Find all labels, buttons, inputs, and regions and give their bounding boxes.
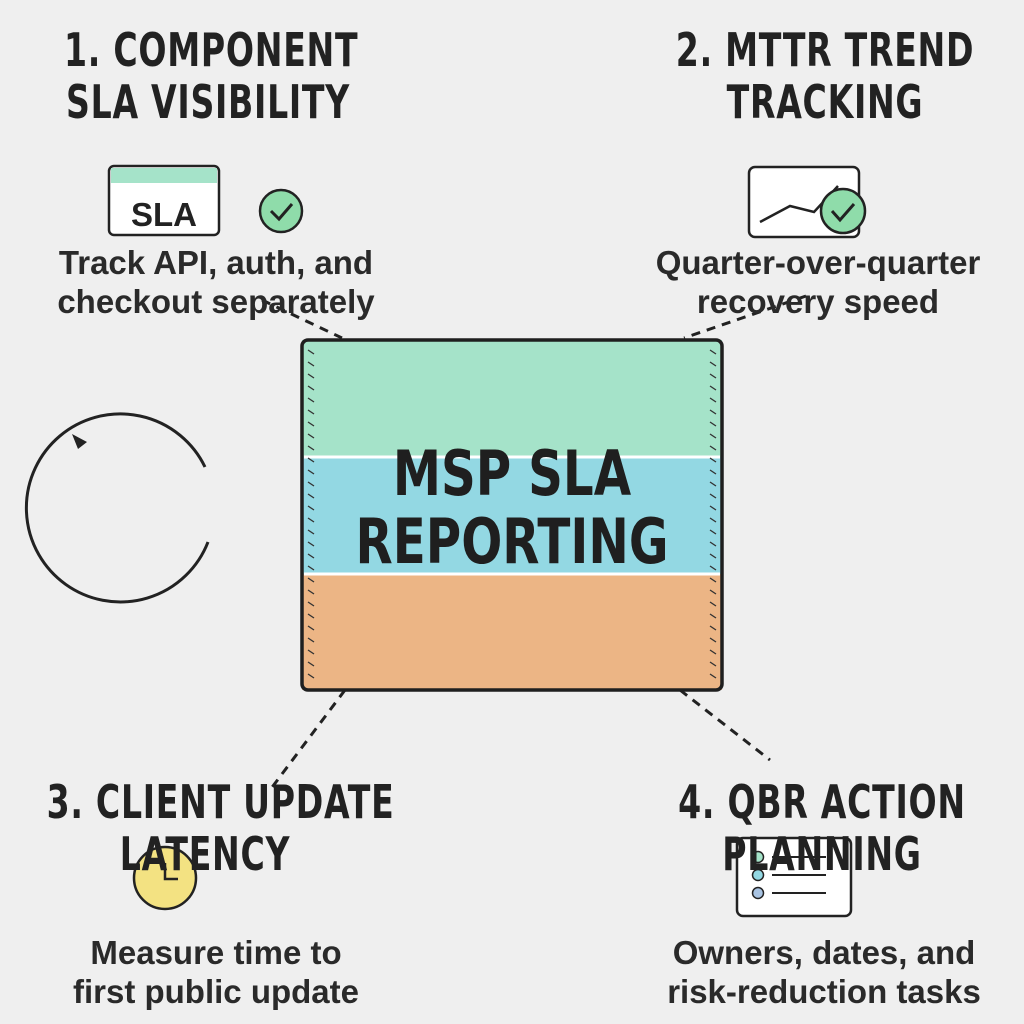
- section-2-description-line: Quarter-over-quarter: [655, 244, 981, 281]
- section-4-heading: 4. QBR ACTION PLANNING: [671, 776, 973, 880]
- connector-top-right: [683, 294, 807, 340]
- section-1-description-line: Track API, auth, and: [58, 244, 374, 281]
- section-1-description-line: checkout separately: [57, 283, 375, 320]
- section-3-description-line: Measure time to: [90, 934, 342, 971]
- section-3-description: Measure time to first public update: [16, 933, 416, 1011]
- section-2-heading-line: 2. MTTR TREND: [675, 23, 975, 77]
- sla-card-icon: SLA: [107, 164, 221, 237]
- section-3-heading: 3. CLIENT UPDATE LATENCY: [46, 775, 395, 881]
- clock-icon: [132, 845, 198, 911]
- check-icon: [819, 187, 867, 235]
- section-2-description: Quarter-over-quarter recovery speed: [608, 243, 1024, 321]
- section-3-description-line: first public update: [72, 973, 359, 1010]
- section-4-heading-line: PLANNING: [722, 827, 922, 881]
- section-2-heading: 2. MTTR TREND TRACKING: [674, 24, 976, 128]
- central-title-line: MSP SLA: [392, 437, 632, 510]
- section-1-heading-line: SLA VISIBILITY: [66, 75, 350, 129]
- section-4-description-line: risk-reduction tasks: [667, 973, 981, 1010]
- connector-bottom-left: [268, 689, 347, 791]
- section-1-heading: 1. COMPONENT SLA VISIBILITY: [64, 23, 359, 129]
- checklist-icon: [735, 836, 853, 918]
- section-1-heading-line: 1. COMPONENT: [64, 23, 359, 77]
- section-3-heading-line: 3. CLIENT UPDATE: [46, 775, 395, 829]
- central-box: [300, 338, 724, 692]
- section-2-description-line: recovery speed: [696, 283, 940, 320]
- check-icon: [258, 188, 304, 234]
- section-2-heading-line: TRACKING: [726, 75, 924, 129]
- section-4-description: Owners, dates, and risk-reduction tasks: [614, 933, 1024, 1011]
- connector-bottom-right: [679, 688, 771, 762]
- central-title-line: REPORTING: [355, 505, 669, 578]
- section-1-description: Track API, auth, and checkout separately: [16, 243, 416, 321]
- svg-text:SLA: SLA: [131, 196, 197, 233]
- section-4-heading-line: 4. QBR ACTION: [678, 775, 966, 829]
- section-3-heading-line: LATENCY: [119, 827, 291, 881]
- cycle-arrow-icon: [24, 412, 210, 604]
- central-title: MSP SLA REPORTING: [348, 440, 676, 576]
- section-4-description-line: Owners, dates, and: [672, 934, 976, 971]
